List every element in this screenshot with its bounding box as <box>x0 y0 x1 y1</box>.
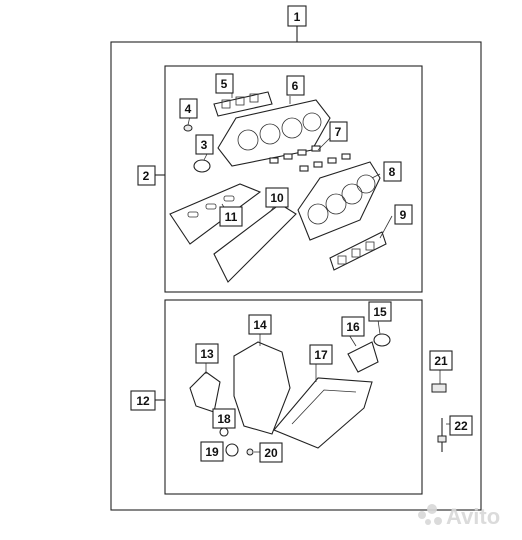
watermark-text: Avito <box>446 504 500 529</box>
callout-6: 6 <box>286 75 305 96</box>
avito-watermark: Avito <box>418 504 500 529</box>
timing-cover-gasket <box>233 341 291 435</box>
callout-6-label: 6 <box>292 79 299 93</box>
callout-5: 5 <box>215 73 234 94</box>
exhaust-manifold-gasket-lower <box>329 231 387 271</box>
callout-15-label: 15 <box>373 305 387 319</box>
small-seal-18 <box>219 427 229 437</box>
lower-gasket-set-frame <box>164 299 423 495</box>
outer-kit-frame <box>110 41 482 511</box>
callout-10: 10 <box>265 187 289 208</box>
exhaust-manifold-gasket-upper <box>213 91 273 117</box>
valve-cover-gasket-left <box>169 183 262 245</box>
callout-4: 4 <box>179 98 198 119</box>
front-crank-seal <box>225 443 239 457</box>
callout-14-label: 14 <box>253 318 267 332</box>
oil-pan-gasket <box>273 377 373 449</box>
callout-9-label: 9 <box>400 208 407 222</box>
water-pump-gasket <box>189 371 221 413</box>
callout-2-label: 2 <box>143 169 150 183</box>
callout-10-label: 10 <box>270 191 284 205</box>
plug-seal <box>183 124 193 132</box>
callout-16-label: 16 <box>346 320 360 334</box>
callout-8: 8 <box>383 161 402 182</box>
callout-11-label: 11 <box>225 210 238 224</box>
callout-1: 1 <box>287 5 307 27</box>
callout-15: 15 <box>368 301 392 322</box>
callout-11: 11 <box>219 206 243 227</box>
callout-3-label: 3 <box>201 138 208 152</box>
callout-21-label: 21 <box>434 354 448 368</box>
callout-8-label: 8 <box>389 165 396 179</box>
callout-22-label: 22 <box>454 419 468 433</box>
valve-cover-gasket-right <box>213 203 297 283</box>
callout-22: 22 <box>449 415 473 436</box>
callout-17-label: 17 <box>314 348 328 362</box>
rear-main-seal <box>373 333 391 347</box>
callout-12-label: 12 <box>136 394 150 408</box>
callout-14: 14 <box>248 314 272 335</box>
callout-13-label: 13 <box>200 347 214 361</box>
expansion-plug <box>431 383 447 393</box>
callout-18-label: 18 <box>217 412 231 426</box>
callout-16: 16 <box>341 316 365 337</box>
o-ring-seal <box>193 159 211 173</box>
upper-gasket-set-frame <box>164 65 423 293</box>
callout-12: 12 <box>130 390 156 411</box>
callout-2: 2 <box>137 165 156 186</box>
callout-1-label: 1 <box>294 10 301 24</box>
callout-18: 18 <box>212 408 236 429</box>
callout-20-label: 20 <box>264 446 278 460</box>
callout-19-label: 19 <box>205 445 219 459</box>
callout-7: 7 <box>329 121 348 142</box>
intake-port-gaskets <box>269 145 351 172</box>
callout-20: 20 <box>259 442 283 463</box>
rear-seal-retainer <box>347 341 379 373</box>
callout-21: 21 <box>429 350 453 371</box>
callout-9: 9 <box>394 204 413 225</box>
callout-7-label: 7 <box>335 125 342 139</box>
callout-13: 13 <box>195 343 219 364</box>
bolt <box>437 418 447 452</box>
callout-4-label: 4 <box>185 102 192 116</box>
callout-17: 17 <box>309 344 333 365</box>
small-o-ring-20 <box>246 448 254 456</box>
callout-3: 3 <box>195 134 214 155</box>
callout-5-label: 5 <box>221 77 228 91</box>
cylinder-head-gasket-right <box>297 161 381 241</box>
callout-19: 19 <box>200 441 224 462</box>
